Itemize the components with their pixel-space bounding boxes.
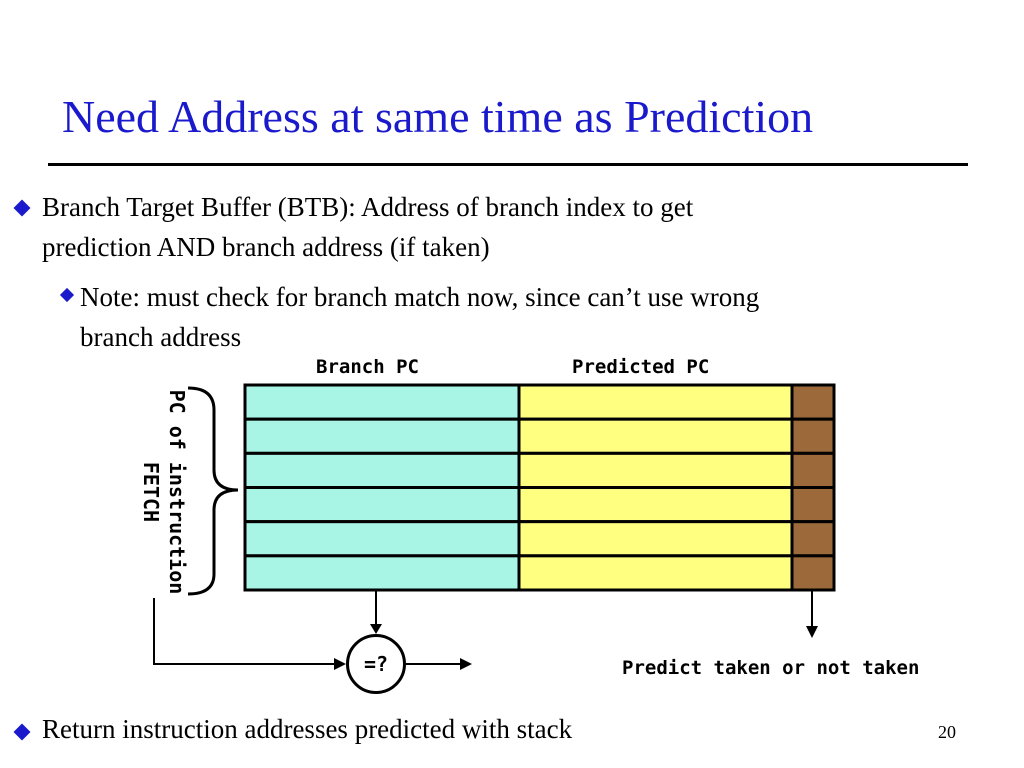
branch-pc-cell [243, 486, 521, 524]
slide-title: Need Address at same time as Prediction [62, 91, 814, 142]
fetch-pc-label: PC of instruction FETCH [134, 382, 190, 602]
fetch-pc-arrow [153, 598, 334, 665]
subbullet-line-2: branch address [80, 322, 242, 352]
prediction-bits-cell [790, 486, 836, 524]
prediction-output-label: Predict taken or not taken [622, 657, 920, 679]
branch-pc-cell [243, 520, 521, 558]
comparator-label: =? [363, 652, 389, 676]
compare-output-arrowhead [460, 658, 472, 670]
subbullet-line-1: Note: must check for branch match now, s… [80, 282, 760, 312]
branch-pc-cell [243, 451, 521, 490]
prediction-bits-cell [790, 554, 836, 592]
branch-pc-cell [243, 554, 521, 592]
prediction-bits-cell [790, 417, 836, 455]
fetch-pc-arrowhead [334, 658, 346, 670]
branch-pc-arrowhead [370, 624, 382, 634]
brace-icon [187, 386, 239, 596]
btb-table [243, 383, 836, 592]
branch-pc-header: Branch PC [316, 356, 419, 378]
prediction-bits-cell [790, 383, 836, 421]
bullet-1-line-2: prediction AND branch address (if taken) [42, 232, 490, 262]
prediction-bits-cell [790, 520, 836, 558]
fetch-pc-label-line-2: FETCH [139, 461, 163, 523]
predicted-pc-cell [517, 486, 794, 524]
prediction-bits-cell [790, 451, 836, 490]
bottom-bullet-text: Return instruction addresses predicted w… [42, 714, 573, 744]
fetch-pc-label-line-1: PC of instruction [165, 389, 189, 595]
branch-pc-cell [243, 383, 521, 421]
predicted-pc-cell [517, 554, 794, 592]
predicted-pc-cell [517, 451, 794, 490]
predicted-pc-header: Predicted PC [572, 356, 710, 378]
title-divider [48, 163, 968, 166]
predicted-pc-cell [517, 520, 794, 558]
bullet-1-line-1: Branch Target Buffer (BTB): Address of b… [42, 192, 694, 222]
predicted-pc-cell [517, 417, 794, 455]
page-number: 20 [938, 722, 956, 742]
comparator-circle: =? [346, 634, 406, 694]
predicted-pc-cell [517, 383, 794, 421]
prediction-arrowhead [806, 626, 818, 638]
branch-pc-cell [243, 417, 521, 455]
